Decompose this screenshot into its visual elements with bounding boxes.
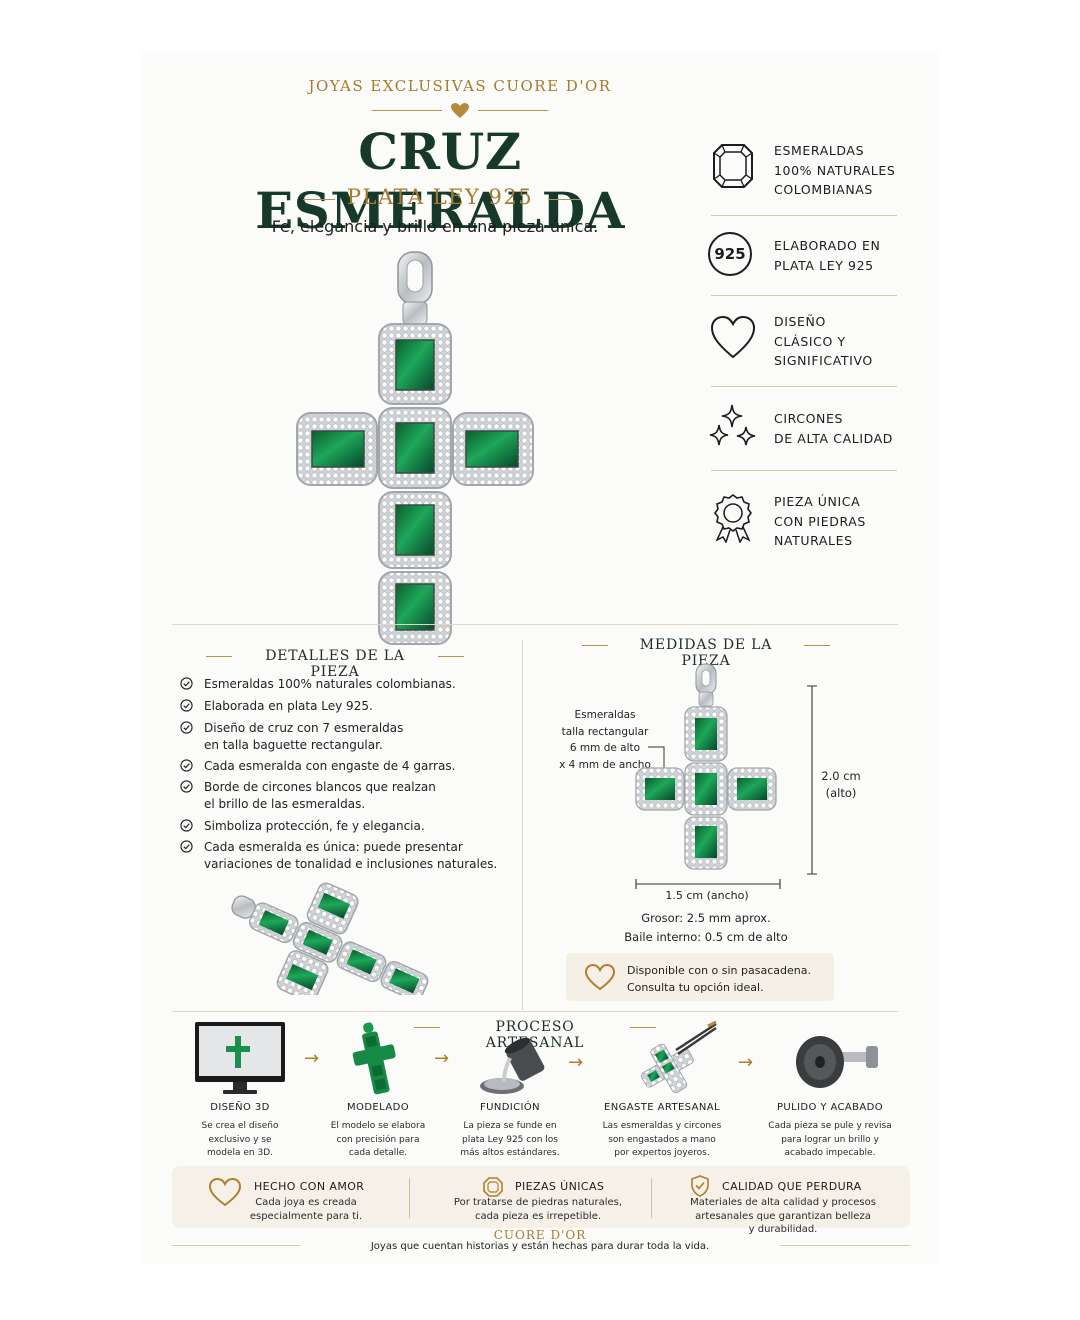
step-label: FUNDICIÓN	[479, 1102, 541, 1113]
heart-icon	[710, 315, 756, 359]
check-circle-icon	[180, 699, 193, 712]
details-title: DETALLES DE LA PIEZA	[206, 648, 464, 680]
section-divider-top	[172, 624, 898, 625]
shield-check-icon	[691, 1175, 709, 1197]
arrow-right-icon: →	[434, 1048, 450, 1069]
height-value: 2.0 cm(alto)	[821, 769, 861, 800]
check-circle-icon	[180, 780, 193, 793]
column-divider	[522, 640, 523, 1010]
badge-title: PIEZAS ÚNICAS	[515, 1180, 605, 1193]
badges-box	[172, 1166, 910, 1228]
step-label: PULIDO Y ACABADO	[776, 1102, 884, 1113]
check-circle-icon	[180, 721, 193, 734]
arrow-right-icon: →	[304, 1048, 320, 1069]
cross-pendant-angled-image	[231, 882, 429, 995]
width-value: 1.5 cm (ancho)	[665, 889, 749, 902]
check-circle-icon	[180, 819, 193, 832]
emerald-gem-icon	[713, 144, 753, 188]
polishing-wheel-icon	[796, 1036, 878, 1088]
heart-outline-icon	[208, 1177, 242, 1207]
cross-pendant-main-image	[296, 251, 534, 645]
divider-right	[478, 110, 548, 111]
feature-divider-2	[711, 295, 897, 296]
award-ribbon-icon	[714, 494, 752, 543]
detail-item: Cada esmeralda es única: puede presentar…	[180, 839, 510, 873]
tagline: Fe, elegancia y brillo en una pieza únic…	[271, 217, 599, 236]
section-divider-process	[172, 1011, 898, 1012]
check-circle-icon	[180, 677, 193, 690]
detail-item: Elaborada en plata Ley 925.	[180, 698, 500, 715]
measures-title: MEDIDAS DE LA PIEZA	[582, 637, 830, 669]
925-stamp-text: 925	[714, 245, 746, 263]
divider-left	[372, 110, 442, 111]
thickness-value: Grosor: 2.5 mm aprox.	[641, 911, 771, 925]
detail-item: Cada esmeralda con engaste de 4 garras.	[180, 758, 500, 775]
height-dimension-line	[807, 685, 817, 875]
cross-pendant-dimensions-image	[635, 663, 777, 870]
heart-outline-icon	[584, 963, 616, 991]
monitor-3d-icon	[195, 1022, 285, 1094]
casting-crucible-icon	[480, 1037, 545, 1094]
badge-divider	[651, 1178, 652, 1218]
badge-title: CALIDAD QUE PERDURA	[722, 1180, 862, 1193]
page-subtitle: PLATA LEY 925	[346, 185, 534, 209]
gem-outline-icon	[483, 1177, 503, 1197]
arrow-right-icon: →	[568, 1052, 584, 1073]
detail-item: Esmeraldas 100% naturales colombianas.	[180, 676, 500, 693]
heart-ornament-icon	[451, 103, 469, 118]
footer-brand: CUORE D'OR	[493, 1228, 587, 1242]
footer-slogan: Joyas que cuentan historias y están hech…	[300, 1241, 780, 1252]
brand-line: JOYAS EXCLUSIVAS CUORE D'OR	[308, 77, 612, 95]
subtitle-line-left	[303, 199, 335, 200]
step-label: DISEÑO 3D	[210, 1102, 270, 1113]
bail-value: Baile interno: 0.5 cm de alto	[624, 930, 788, 944]
arrow-right-icon: →	[738, 1052, 754, 1073]
page-title: CRUZ ESMERALDA	[255, 122, 625, 240]
step-label: MODELADO	[347, 1102, 409, 1113]
wax-model-icon	[352, 1022, 396, 1095]
feature-divider-1	[711, 215, 897, 216]
sparkles-icon	[709, 404, 756, 446]
feature-divider-4	[711, 470, 897, 471]
tweezers-setting-icon	[640, 1020, 717, 1094]
subtitle-line-right	[548, 199, 580, 200]
step-label: ENGASTE ARTESANAL	[604, 1102, 720, 1113]
badge-divider	[409, 1178, 410, 1218]
badge-desc: Por tratarse de piedras naturales,cada p…	[453, 1197, 623, 1222]
detail-item: Simboliza protección, fe y elegancia.	[180, 818, 500, 835]
check-circle-icon	[180, 759, 193, 772]
width-dimension-line	[635, 879, 781, 889]
chain-note: Disponible con o sin pasacadena.Consulta…	[627, 964, 811, 994]
badge-title: HECHO CON AMOR	[254, 1180, 365, 1193]
feature-divider-3	[711, 386, 897, 387]
chain-note-box	[566, 953, 834, 1001]
925-stamp-icon: 925	[708, 232, 752, 276]
check-circle-icon	[180, 840, 193, 853]
